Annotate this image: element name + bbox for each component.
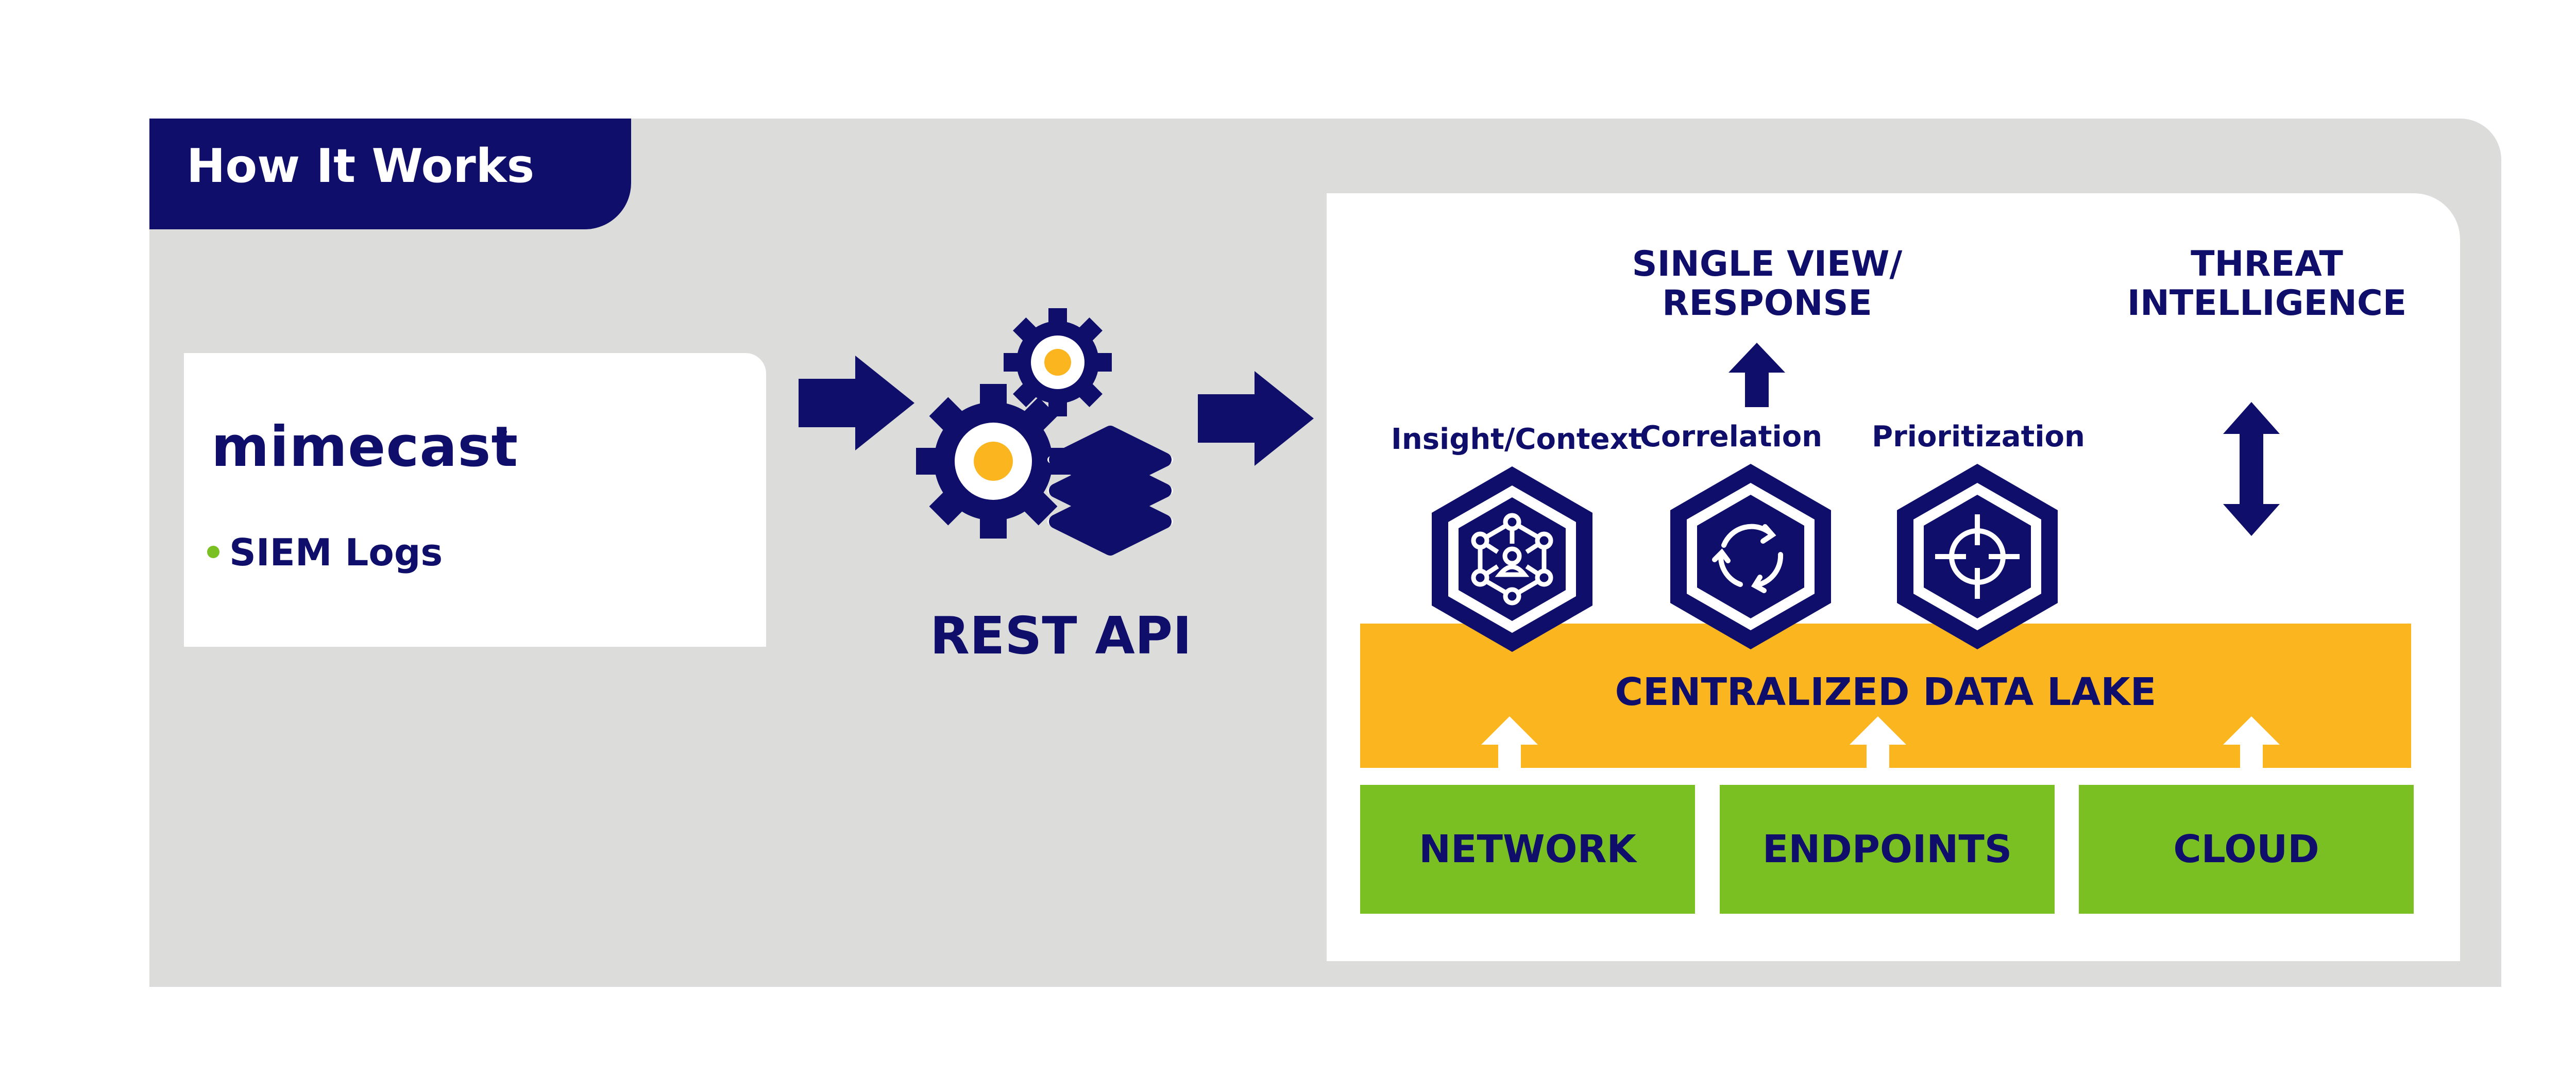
mimecast-logo: mimecast	[211, 415, 519, 479]
threat-intelligence-label: THREAT INTELLIGENCE	[2127, 244, 2407, 324]
arrow-up-icon	[1850, 716, 1906, 794]
arrow-up-icon	[1481, 716, 1538, 794]
network-source: NETWORK	[1360, 785, 1695, 914]
prioritization-label: Prioritization	[1872, 420, 2085, 454]
cloud-source: CLOUD	[2079, 785, 2414, 914]
single-view-response-label: SINGLE VIEW/ RESPONSE	[1632, 244, 1903, 324]
arrow-up-icon	[2223, 716, 2280, 794]
network-person-icon	[1432, 466, 1592, 652]
rest-api-label: REST API	[930, 606, 1192, 666]
logo-dot	[503, 430, 507, 434]
correlation-label: Correlation	[1639, 420, 1823, 454]
page-title: How It Works	[187, 139, 535, 193]
endpoints-source: ENDPOINTS	[1720, 785, 2055, 914]
arrow-up-icon	[1728, 343, 1785, 407]
insight-context-label: Insight/Context	[1391, 423, 1642, 456]
source-card	[184, 353, 766, 647]
arrow-right-icon	[799, 356, 914, 450]
api-gears-icon	[916, 308, 1173, 556]
cycle-arrows-icon	[1670, 464, 1831, 649]
arrow-right-icon	[1198, 371, 1314, 466]
siem-logs-item: SIEM Logs	[229, 531, 443, 574]
bidirectional-arrow-icon	[2223, 402, 2280, 536]
bullet-dot	[207, 546, 219, 558]
header-tab	[149, 119, 631, 229]
crosshair-icon	[1897, 464, 2058, 649]
data-lake-label: CENTRALIZED DATA LAKE	[1615, 670, 2157, 714]
